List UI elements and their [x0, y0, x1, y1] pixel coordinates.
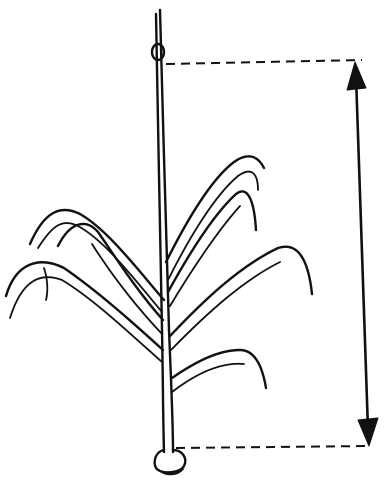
- arrow-head-bottom: [358, 418, 378, 446]
- leaf-left-upper: [30, 210, 164, 300]
- leaf-right-bottom-inner: [172, 364, 244, 392]
- plant-illustration: [6, 10, 312, 474]
- top-guide-line: [166, 60, 362, 64]
- leaf-right-upper-inner: [168, 172, 258, 280]
- leaf-left-lower: [6, 262, 163, 350]
- measurement-indicator: [166, 60, 378, 448]
- bottom-guide-line: [176, 446, 368, 448]
- bulb: [155, 450, 186, 472]
- leaf-left-lower-tip: [44, 268, 47, 300]
- height-arrow-shaft: [356, 76, 368, 430]
- arrow-head-top: [347, 62, 366, 90]
- leaf-right-lower-inner: [171, 262, 280, 350]
- leaf-right-lower: [170, 247, 312, 336]
